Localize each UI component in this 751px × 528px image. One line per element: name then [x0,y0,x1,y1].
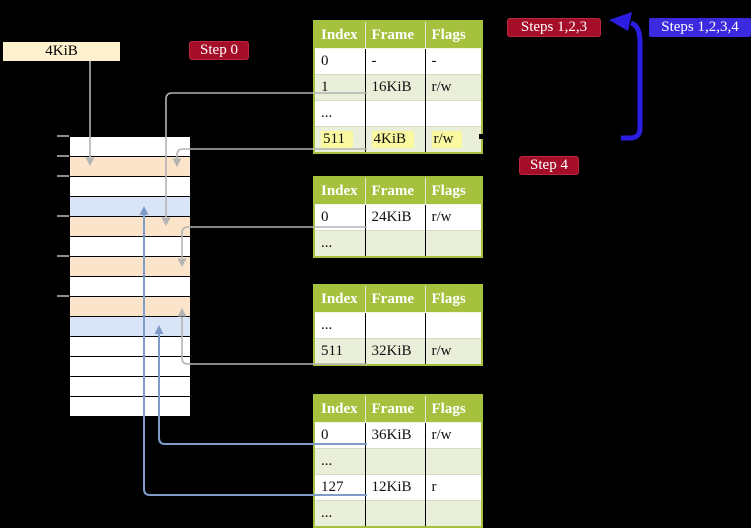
memory-row [70,137,190,157]
steps-123-label: Steps 1,2,3 [507,18,601,37]
col-header-flags: Flags [424,21,482,49]
table-header-row: Index Frame Flags [314,395,482,423]
memory-row [70,177,190,197]
memory-row [70,377,190,397]
table-row: ... [314,312,482,339]
memory-row [70,277,190,297]
memory-row [70,217,190,237]
col-header-flags: Flags [424,395,482,423]
col-header-index: Index [314,21,365,49]
memory-row [70,397,190,417]
table-row: ... [314,500,482,527]
step-0-label: Step 0 [189,41,249,60]
table-header-row: Index Frame Flags [314,177,482,205]
col-header-frame: Frame [364,177,425,205]
table-row: 127 12KiB r [314,474,482,501]
table-row: 0 24KiB r/w [314,204,482,231]
table-row-highlighted: 511 4KiB r/w [314,126,482,153]
table-row: 1 16KiB r/w [314,74,482,101]
address-tick [57,175,69,177]
page-table-4: Index Frame Flags 0 36KiB r/w ... 127 12… [313,394,483,528]
address-tick [57,215,69,217]
address-tick [57,295,69,297]
highlighted-value: 4KiB [371,130,415,148]
highlighted-value: 511 [321,130,353,148]
col-header-frame: Frame [364,21,425,49]
steps-1234-label: Steps 1,2,3,4 [649,18,751,37]
table-row: ... [314,230,482,257]
table-row: 0 36KiB r/w [314,422,482,449]
address-tick [57,155,69,157]
table-row: ... [314,448,482,475]
page-table-1: Index Frame Flags 0 - - 1 16KiB r/w ... … [313,20,483,154]
arrowhead-left-icon [609,12,632,31]
col-header-index: Index [314,285,365,313]
col-header-frame: Frame [364,285,425,313]
table-row: 511 32KiB r/w [314,338,482,365]
highlighted-value: r/w [431,130,462,148]
table-header-row: Index Frame Flags [314,21,482,49]
step-4-label: Step 4 [519,156,579,175]
memory-row [70,317,190,337]
col-header-frame: Frame [364,395,425,423]
recursive-loop-arrow [621,20,643,141]
memory-row [70,357,190,377]
col-header-flags: Flags [424,177,482,205]
memory-row [70,197,190,217]
table-row: ... [314,100,482,127]
table-row: 0 - - [314,48,482,75]
table-header-row: Index Frame Flags [314,285,482,313]
memory-row [70,337,190,357]
memory-column [70,136,190,417]
address-tick [57,135,69,137]
memory-row [70,297,190,317]
col-header-index: Index [314,177,365,205]
page-table-3: Index Frame Flags ... 511 32KiB r/w [313,284,483,366]
col-header-index: Index [314,395,365,423]
col-header-flags: Flags [424,285,482,313]
memory-row [70,157,190,177]
page-table-2: Index Frame Flags 0 24KiB r/w ... [313,176,483,258]
address-tick [57,255,69,257]
memory-row [70,237,190,257]
memory-row [70,257,190,277]
frame-size-label: 4KiB [3,42,120,61]
